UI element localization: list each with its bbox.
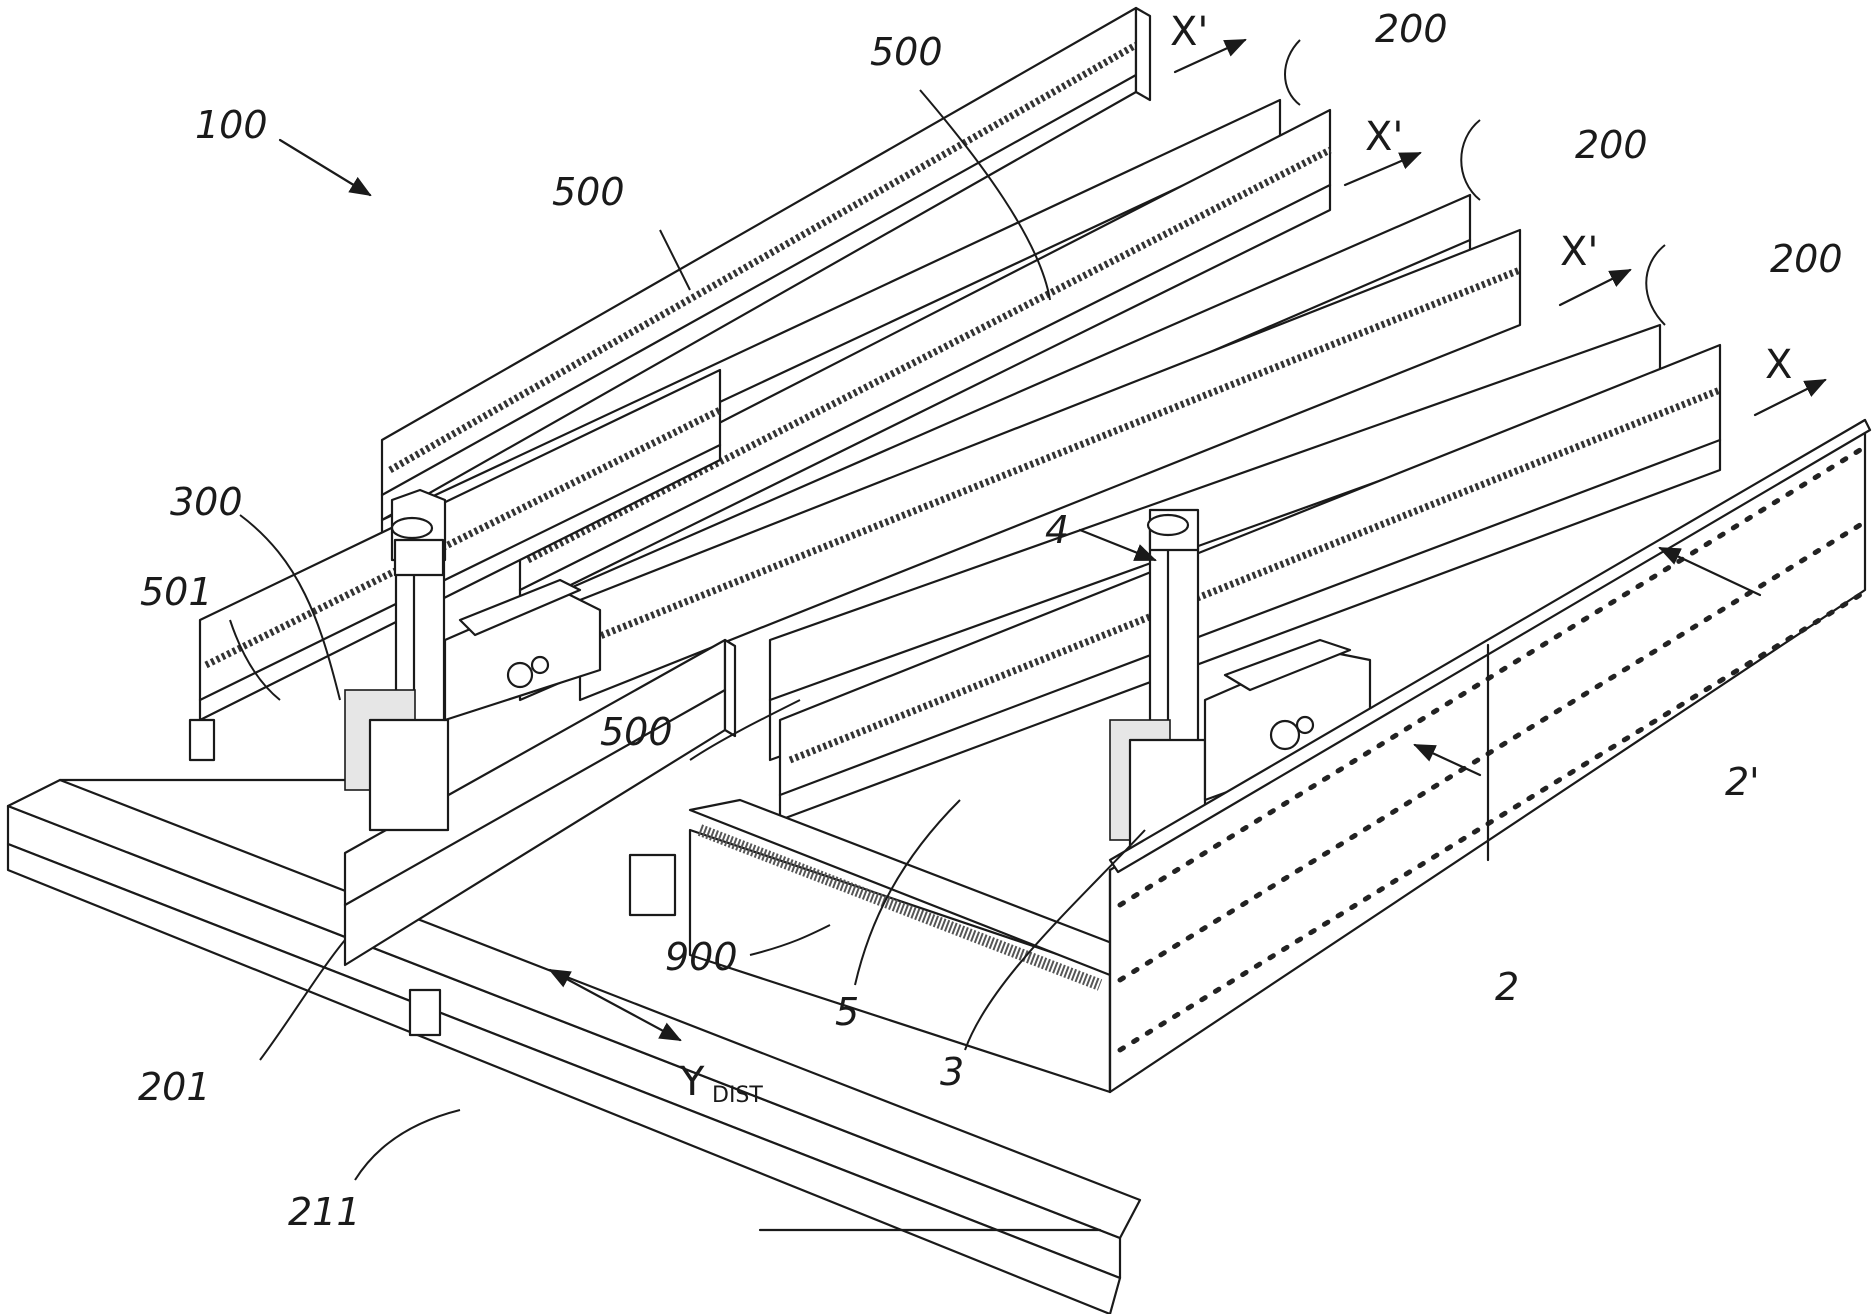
label-200b: 200 <box>1575 123 1648 167</box>
arrow-100 <box>280 140 370 195</box>
label-2-prime: 2' <box>1725 760 1760 804</box>
label-x: X <box>1765 342 1792 388</box>
leader-211 <box>355 1110 460 1180</box>
label-300: 300 <box>170 480 243 524</box>
label-y: Y <box>679 1059 705 1105</box>
label-200a: 200 <box>1375 7 1448 51</box>
label-201: 201 <box>138 1065 211 1109</box>
label-100: 100 <box>195 103 268 147</box>
label-y-subscript: DIST <box>712 1083 763 1108</box>
label-x-prime-1: X' <box>1170 9 1208 55</box>
leader-200c <box>1646 245 1665 325</box>
label-4: 4 <box>1045 508 1069 552</box>
label-211: 211 <box>288 1190 361 1234</box>
label-501: 501 <box>140 570 213 614</box>
distribution-tray-211 <box>8 780 1140 1314</box>
label-3: 3 <box>940 1050 964 1094</box>
label-500a: 500 <box>870 30 943 74</box>
label-5: 5 <box>835 990 859 1034</box>
label-900: 900 <box>665 935 738 979</box>
leader-200b <box>1461 120 1480 200</box>
label-x-prime-3: X' <box>1560 229 1598 275</box>
label-500c: 500 <box>600 710 673 754</box>
label-500b: 500 <box>552 170 625 214</box>
leader-200a <box>1285 40 1300 105</box>
label-200c: 200 <box>1770 237 1843 281</box>
label-x-prime-2: X' <box>1365 114 1403 160</box>
x-prime-arrow-3 <box>1560 270 1630 305</box>
label-2: 2 <box>1495 965 1519 1009</box>
